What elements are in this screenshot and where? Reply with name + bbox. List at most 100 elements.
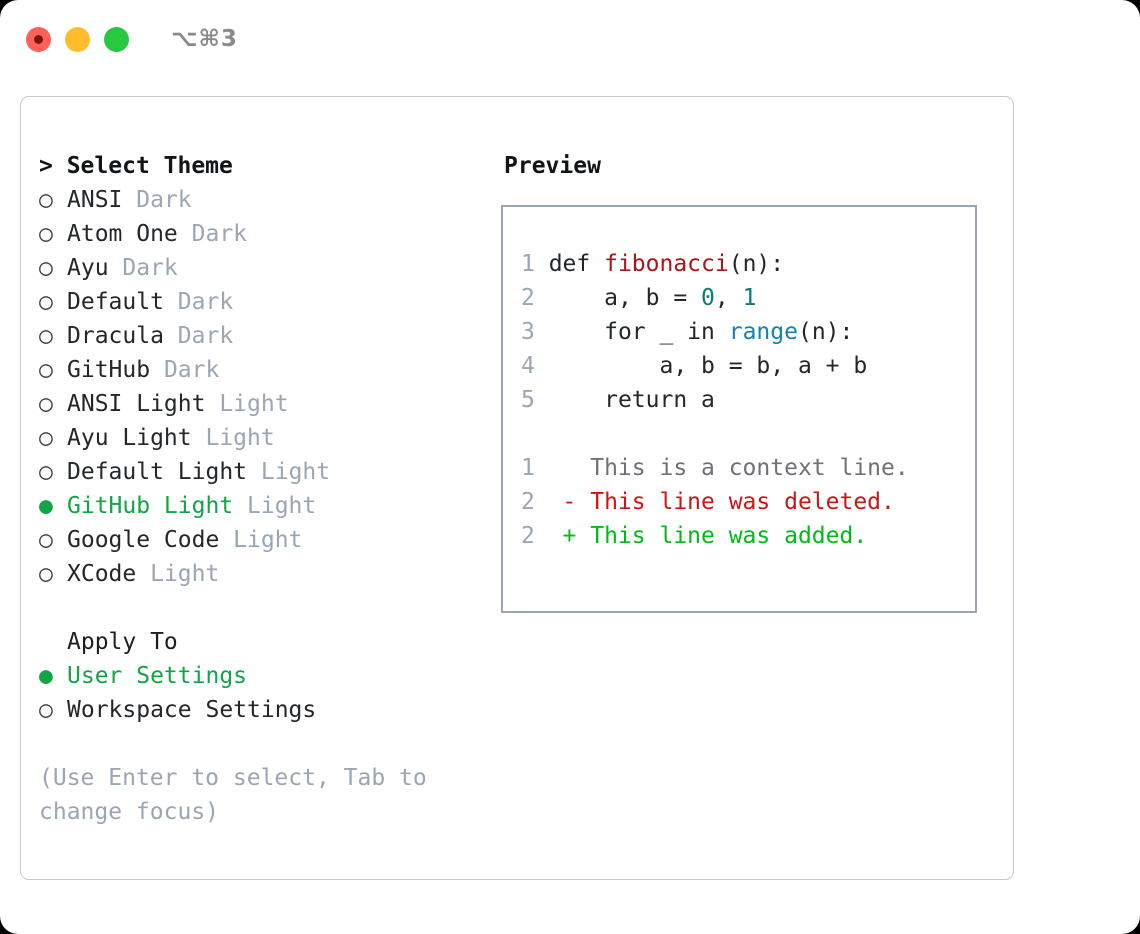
close-button-icon[interactable]: [26, 26, 51, 52]
theme-item-variant-tag: Dark: [122, 255, 178, 281]
code-token: return a: [548, 387, 715, 413]
theme-item-name: Ayu Light: [67, 425, 206, 451]
theme-item-name: GitHub: [67, 357, 164, 383]
apply-to-item-label: User Settings: [67, 663, 248, 689]
diff-line-number: 1: [521, 455, 563, 481]
apply-to-item-label: Workspace Settings: [67, 697, 317, 723]
theme-list-item[interactable]: ○ Default Light Light: [39, 455, 501, 489]
heading-prompt-icon: >: [39, 153, 67, 179]
radio-unselected-icon: ○: [39, 187, 67, 213]
main-panel: > Select Theme ○ ANSI Dark○ Atom One Dar…: [20, 96, 1014, 880]
theme-list-heading: > Select Theme: [39, 149, 501, 183]
code-token: fibonacci: [604, 251, 729, 277]
code-token: for _ in: [548, 319, 729, 345]
code-token: ,: [714, 285, 743, 311]
list-spacer: [39, 591, 501, 625]
theme-list-item[interactable]: ○ Ayu Light Light: [39, 421, 501, 455]
radio-unselected-icon: ○: [39, 697, 67, 723]
hint-line-2: change focus): [39, 799, 220, 825]
theme-item-variant-tag: Dark: [191, 221, 248, 247]
theme-item-name: Dracula: [67, 323, 178, 349]
theme-item-name: ANSI Light: [67, 391, 220, 417]
theme-item-variant-tag: Light: [233, 527, 303, 553]
minimize-button-icon[interactable]: [65, 26, 90, 52]
theme-item-variant-tag: Dark: [163, 357, 220, 383]
code-token: (n):: [728, 251, 785, 277]
diff-sample: 1 This is a context line.2 - This line w…: [503, 451, 975, 553]
theme-selection-column: > Select Theme ○ ANSI Dark○ Atom One Dar…: [21, 97, 501, 879]
radio-unselected-icon: ○: [39, 561, 67, 587]
apply-to-heading: Apply To: [39, 625, 501, 659]
diff-line-number: 2: [521, 523, 563, 549]
apply-to-list: ● User Settings○ Workspace Settings: [39, 659, 501, 727]
code-line: 1 def fibonacci(n):: [503, 247, 975, 281]
preview-column: Preview 1 def fibonacci(n):2 a, b = 0, 1…: [501, 97, 1013, 879]
hint-line-1: (Use Enter to select, Tab to: [39, 765, 427, 791]
apply-to-label: Apply To: [67, 629, 178, 655]
diff-line-text: - This line was deleted.: [562, 489, 895, 515]
radio-unselected-icon: ○: [39, 255, 67, 281]
code-line: 4 a, b = b, a + b: [503, 349, 975, 383]
theme-list-item[interactable]: ○ ANSI Light Light: [39, 387, 501, 421]
code-token: a, b = b, a + b: [548, 353, 868, 379]
apply-to-indent: [39, 625, 67, 659]
code-line-number: 1: [521, 251, 549, 277]
radio-selected-icon: ●: [39, 663, 67, 689]
theme-item-variant-tag: Dark: [136, 187, 192, 213]
theme-item-name: ANSI: [67, 187, 137, 213]
radio-unselected-icon: ○: [39, 391, 67, 417]
apply-to-item[interactable]: ● User Settings: [39, 659, 501, 693]
theme-list-item[interactable]: ○ Google Code Light: [39, 523, 501, 557]
theme-item-name: Default: [67, 289, 178, 315]
code-token: a, b =: [548, 285, 702, 311]
radio-unselected-icon: ○: [39, 289, 67, 315]
preview-heading: Preview: [504, 153, 601, 179]
theme-item-name: Default Light: [67, 459, 261, 485]
theme-item-variant-tag: Light: [260, 459, 331, 485]
theme-item-variant-tag: Dark: [177, 289, 234, 315]
theme-list-item[interactable]: ○ GitHub Dark: [39, 353, 501, 387]
theme-item-variant-tag: Light: [219, 391, 289, 417]
theme-item-name: GitHub Light: [67, 493, 248, 519]
hint-spacer: [39, 727, 501, 761]
theme-list-item[interactable]: ● GitHub Light Light: [39, 489, 501, 523]
theme-item-variant-tag: Light: [247, 493, 317, 519]
theme-item-name: Google Code: [67, 527, 234, 553]
radio-unselected-icon: ○: [39, 357, 67, 383]
code-token: def: [548, 251, 605, 277]
maximize-button-icon[interactable]: [104, 26, 129, 52]
theme-item-name: Ayu: [67, 255, 123, 281]
theme-list-item[interactable]: ○ XCode Light: [39, 557, 501, 591]
code-token: (n):: [797, 319, 854, 345]
diff-line: 1 This is a context line.: [503, 451, 975, 485]
keyboard-shortcut-label: ⌥⌘3: [171, 26, 238, 52]
theme-item-variant-tag: Light: [150, 561, 220, 587]
code-token: range: [728, 319, 798, 345]
diff-line-text: This is a context line.: [562, 455, 909, 481]
code-line-number: 3: [521, 319, 549, 345]
theme-list-item[interactable]: ○ ANSI Dark: [39, 183, 501, 217]
theme-item-name: XCode: [67, 561, 151, 587]
radio-unselected-icon: ○: [39, 527, 67, 553]
heading-label: Select Theme: [66, 153, 233, 179]
apply-to-item[interactable]: ○ Workspace Settings: [39, 693, 501, 727]
code-line-number: 5: [521, 387, 549, 413]
code-token: 0: [701, 285, 715, 311]
theme-list-item[interactable]: ○ Atom One Dark: [39, 217, 501, 251]
traffic-light-buttons: [26, 26, 129, 52]
code-token: 1: [742, 285, 757, 311]
code-line: 5 return a: [503, 383, 975, 417]
theme-item-name: Atom One: [67, 221, 192, 247]
theme-item-variant-tag: Light: [205, 425, 275, 451]
theme-list-item[interactable]: ○ Dracula Dark: [39, 319, 501, 353]
diff-line: 2 + This line was added.: [503, 519, 975, 553]
theme-list-item[interactable]: ○ Ayu Dark: [39, 251, 501, 285]
radio-unselected-icon: ○: [39, 425, 67, 451]
diff-line: 2 - This line was deleted.: [503, 485, 975, 519]
code-line-number: 4: [521, 353, 549, 379]
code-line-number: 2: [521, 285, 549, 311]
radio-unselected-icon: ○: [39, 459, 67, 485]
theme-list-item[interactable]: ○ Default Dark: [39, 285, 501, 319]
